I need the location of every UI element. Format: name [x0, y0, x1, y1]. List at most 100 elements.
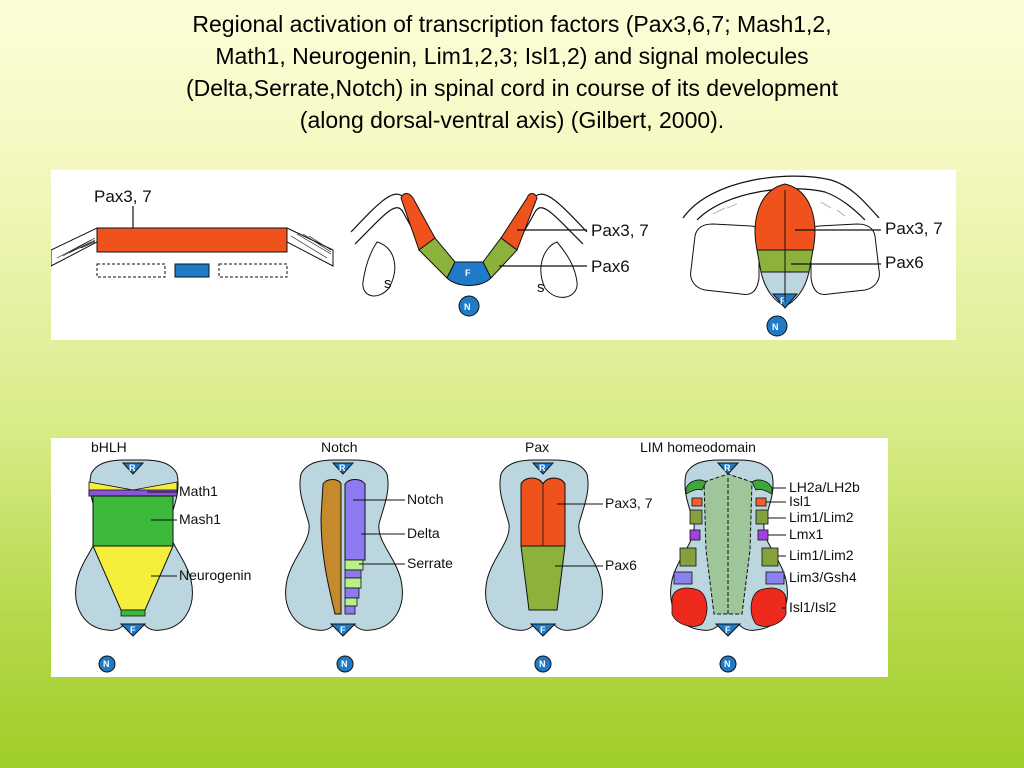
lim-lim3-left — [673, 571, 693, 585]
tube-somite-left — [690, 223, 760, 295]
bhlh-notochord — [98, 655, 116, 673]
bhlh-title: bHLH — [91, 439, 127, 455]
lim-label-lim12-b: Lim1/Lim2 — [789, 547, 854, 563]
lim-lim12-dorsal-left — [689, 509, 703, 525]
notch-label-notch: Notch — [407, 491, 444, 507]
bhlh-roof-label: R — [129, 463, 136, 473]
bhlh-label-math1: Math1 — [179, 483, 218, 499]
lim-diagram: LIM homeodomain R F N LH2 — [640, 439, 860, 673]
bhlh-label-mash1: Mash1 — [179, 511, 221, 527]
delta-band-1 — [344, 569, 362, 579]
label-pax37-stage1: Pax3, 7 — [94, 187, 152, 206]
pax-title: Pax — [525, 439, 549, 455]
notch-roof-label: R — [339, 463, 346, 473]
groove-pax37-right — [500, 193, 538, 251]
bhlh-label-neurogenin: Neurogenin — [179, 567, 251, 583]
delta-domain — [344, 479, 366, 561]
label-pax37-stage3: Pax3, 7 — [885, 219, 943, 238]
notch-label-delta: Delta — [407, 525, 440, 541]
somite-right-label: s — [537, 279, 545, 296]
ectoderm-left — [50, 227, 98, 267]
pax-notochord-label: N — [539, 659, 546, 669]
lim-notochord-label: N — [724, 659, 731, 669]
bhlh-mash1 — [92, 495, 174, 547]
serrate-band-2 — [344, 577, 362, 589]
notch-domain — [320, 479, 342, 615]
pax-notochord — [534, 655, 552, 673]
pax-label-pax6: Pax6 — [605, 557, 637, 573]
lim-isl12-left — [671, 587, 708, 627]
notch-notochord — [336, 655, 354, 673]
pax-diagram: Pax R F N Pax3, 7 Pax6 — [485, 439, 653, 673]
lim-label-lh2: LH2a/LH2b — [789, 479, 860, 495]
tube-somite-right — [810, 223, 880, 295]
lim-leaders — [766, 487, 786, 609]
lim-lim12-dorsal-right — [755, 509, 769, 525]
lim-roof-label: R — [724, 463, 731, 473]
lim-isl1-left — [691, 497, 703, 507]
bhlh-diagram: bHLH R F N Math1 Mash1 Neurogenin — [75, 439, 251, 673]
bhlh-floor-plate — [119, 623, 147, 637]
groove-notochord — [458, 295, 480, 317]
title-line-2: Math1, Neurogenin, Lim1,2,3; Isl1,2) and… — [215, 43, 809, 69]
somite-left-label: s — [384, 275, 392, 292]
groove-floor-plate — [446, 261, 492, 286]
lim-lmx1-left — [689, 529, 701, 541]
gene-expression-domains-svg: bHLH R F N Math1 Mash1 Neurogenin Notch … — [75, 439, 860, 673]
lim-lmx1-right — [757, 529, 769, 541]
label-pax6-stage2: Pax6 — [591, 257, 630, 276]
stage-neural-groove: F N s s Pax3, 7 Pax6 — [350, 193, 649, 317]
slide-title: Regional activation of transcription fac… — [60, 8, 964, 136]
bhlh-notochord-label: N — [103, 659, 110, 669]
label-pax37-stage2: Pax3, 7 — [591, 221, 649, 240]
lim-label-lim12-a: Lim1/Lim2 — [789, 509, 854, 525]
lim-isl12-right — [750, 587, 787, 627]
groove-notochord-label: N — [464, 302, 471, 312]
bhlh-ventral-mash — [120, 609, 146, 617]
lim-label-isl12: Isl1/Isl2 — [789, 599, 837, 615]
neural-plate-pax37 — [96, 227, 288, 253]
notochord-block — [174, 263, 210, 278]
lim-lim3-right — [765, 571, 785, 585]
lim-lim12-ventral-left — [679, 547, 697, 567]
lim-floor-label: F — [725, 625, 731, 635]
tube-notochord — [766, 315, 788, 337]
serrate-band-3 — [344, 597, 358, 607]
notch-notochord-label: N — [341, 659, 348, 669]
lim-title: LIM homeodomain — [640, 439, 756, 455]
notch-diagram: Notch R F N Notch Delta Serrate — [285, 439, 453, 673]
pax-floor-plate — [529, 623, 557, 637]
bhlh-roof-plate — [121, 462, 145, 475]
groove-pax37-left — [400, 193, 436, 251]
stage-neural-plate: Pax3, 7 — [50, 187, 334, 278]
label-pax6-stage3: Pax6 — [885, 253, 924, 272]
title-line-3: (Delta,Serrate,Notch) in spinal cord in … — [186, 75, 838, 101]
notch-floor-label: F — [340, 625, 346, 635]
delta-band-3 — [344, 605, 356, 615]
notch-label-serrate: Serrate — [407, 555, 453, 571]
pax-roof-plate — [531, 462, 555, 475]
pax-floor-label: F — [540, 625, 546, 635]
lim-floor-plate — [714, 623, 742, 637]
delta-band-2 — [344, 587, 360, 599]
neural-tube-formation-svg: Pax3, 7 F N s s Pax3 — [50, 175, 943, 337]
tube-notochord-label: N — [772, 322, 779, 332]
lim-lh2-right — [751, 479, 773, 495]
lim-notochord — [719, 655, 737, 673]
tube-ectoderm-outer — [682, 175, 880, 219]
bhlh-math1 — [88, 489, 178, 497]
lim-roof-plate — [716, 462, 740, 475]
bhlh-floor-label: F — [130, 625, 136, 635]
pax-pax6 — [520, 545, 566, 611]
neural-crest-cells — [712, 201, 846, 217]
notch-floor-plate — [329, 623, 357, 637]
groove-floor-label: F — [465, 268, 471, 278]
lim-lh2-left — [685, 479, 707, 495]
somite-left — [362, 241, 396, 297]
stage-neural-tube: F N Pax3, 7 Pax6 — [682, 175, 943, 337]
mesoderm-right — [218, 263, 288, 278]
pax-label-pax37: Pax3, 7 — [605, 495, 653, 511]
title-line-1: Regional activation of transcription fac… — [192, 11, 832, 37]
notch-roof-plate — [331, 462, 355, 475]
lim-isl1-right — [755, 497, 767, 507]
